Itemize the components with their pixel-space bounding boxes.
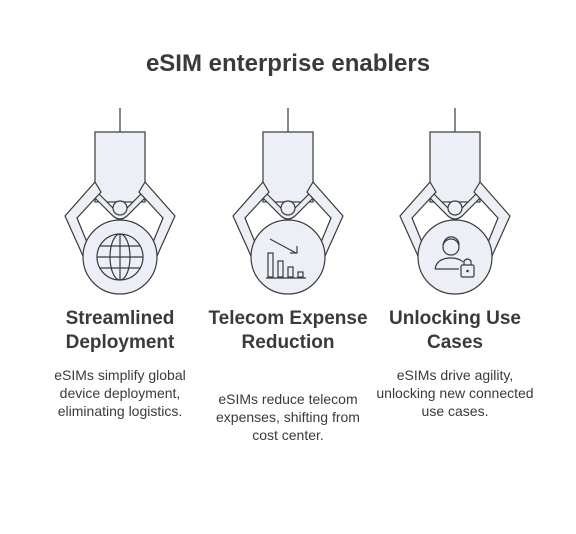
card-description: eSIMs drive agility, unlocking new conne…	[376, 367, 534, 419]
card-description: eSIMs reduce telecom expenses, shifting …	[216, 391, 360, 443]
user-lock-icon	[434, 236, 475, 278]
claw-illustration	[232, 108, 344, 295]
globe-icon	[96, 233, 144, 281]
chart-decrease-icon	[266, 238, 306, 279]
card-heading: Telecom Expense Reduction	[208, 308, 368, 353]
card-heading: Unlocking Use Cases	[389, 308, 521, 353]
page-title: eSIM enterprise enablers	[145, 50, 431, 77]
card-description: eSIMs simplify global device deployment,…	[54, 367, 186, 419]
card-heading: Streamlined Deployment	[65, 308, 175, 353]
